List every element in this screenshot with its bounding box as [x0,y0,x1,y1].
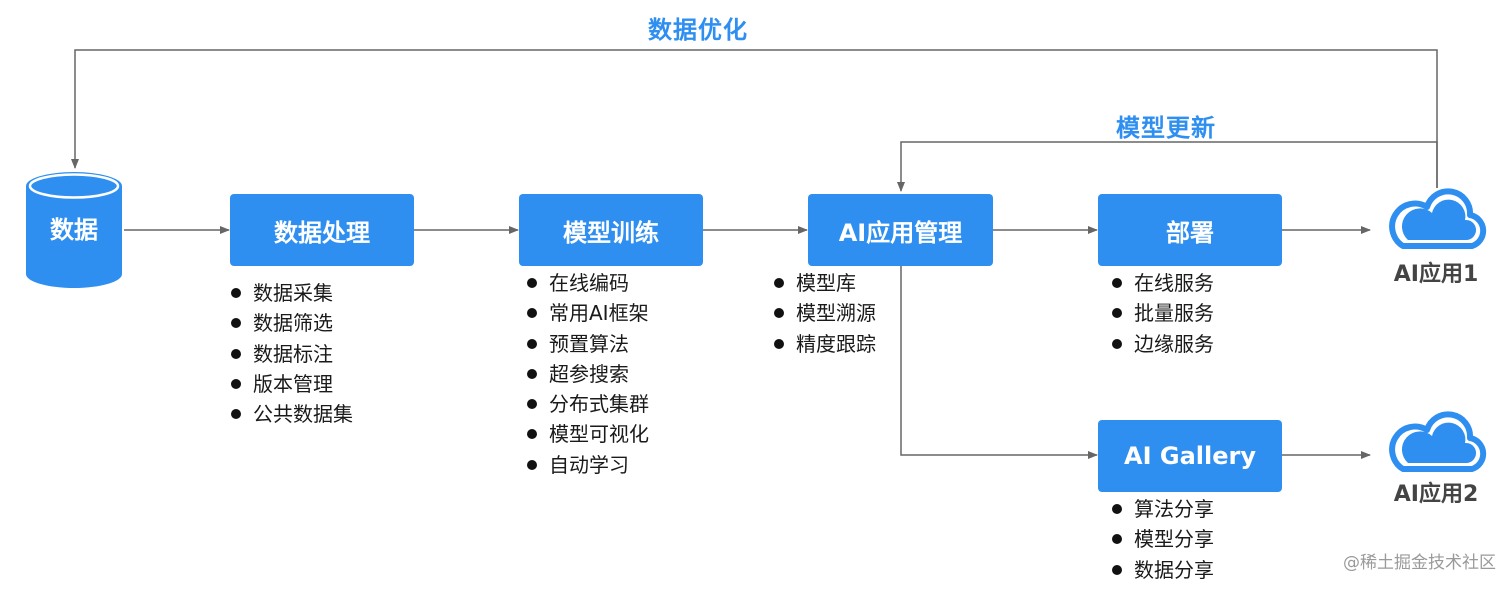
list-item: 公共数据集 [229,399,353,429]
ai-app-management-feature-list: 模型库 模型溯源 精度跟踪 [772,268,876,359]
output-app2-label: AI应用2 [1393,482,1479,507]
list-item: 批量服务 [1110,298,1214,328]
stage-model-training: 模型训练 [519,194,703,266]
list-item: 数据标注 [229,339,353,369]
list-item: 数据分享 [1110,555,1214,585]
list-item: 超参搜索 [525,359,649,389]
list-item: 版本管理 [229,369,353,399]
model-training-feature-list: 在线编码 常用AI框架 预置算法 超参搜索 分布式集群 模型可视化 自动学习 [525,268,649,480]
ai-gallery-feature-list: 算法分享 模型分享 数据分享 [1110,494,1214,585]
stage-ai-app-management: AI应用管理 [808,194,993,266]
database-icon [26,172,122,288]
deploy-feature-list: 在线服务 批量服务 边缘服务 [1110,268,1214,359]
list-item: 模型库 [772,268,876,298]
list-item: 数据采集 [229,278,353,308]
data-processing-feature-list: 数据采集 数据筛选 数据标注 版本管理 公共数据集 [229,278,353,429]
list-item: 精度跟踪 [772,329,876,359]
list-item: 分布式集群 [525,389,649,419]
list-item: 自动学习 [525,450,649,480]
cloud-icon [1389,411,1487,472]
watermark: @稀土掘金技术社区 [1343,553,1496,573]
flow-arrow-management-to-gallery [900,266,1098,459]
list-item: 边缘服务 [1110,329,1214,359]
list-item: 模型可视化 [525,419,649,449]
list-item: 数据筛选 [229,308,353,338]
list-item: 模型分享 [1110,524,1214,554]
model-update-loop-arrow [897,141,1438,192]
stage-data-processing: 数据处理 [230,194,414,266]
output-app1-label: AI应用1 [1393,262,1479,287]
list-item: 在线服务 [1110,268,1214,298]
database-label: 数据 [50,216,98,244]
list-item: 预置算法 [525,329,649,359]
stage-deploy: 部署 [1098,194,1282,266]
stage-ai-gallery: AI Gallery [1098,420,1282,492]
cloud-icon [1389,188,1487,249]
model-update-label: 模型更新 [1116,114,1216,142]
list-item: 模型溯源 [772,298,876,328]
list-item: 在线编码 [525,268,649,298]
data-optimization-label: 数据优化 [648,16,748,44]
data-optimization-loop-arrow [71,49,1438,188]
list-item: 算法分享 [1110,494,1214,524]
list-item: 常用AI框架 [525,298,649,328]
